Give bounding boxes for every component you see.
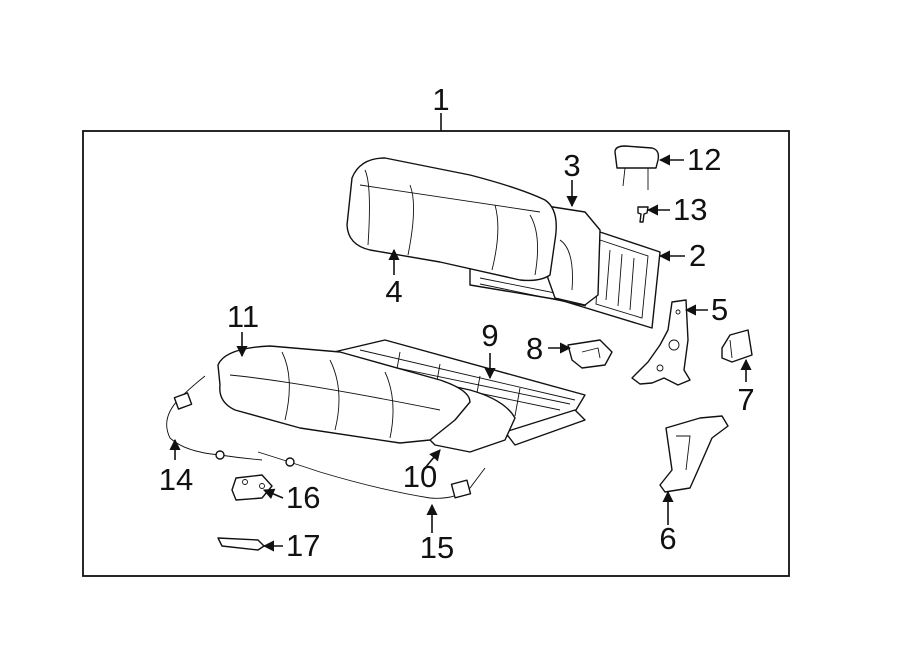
callout-11: 11 bbox=[227, 299, 259, 334]
callout-15: 15 bbox=[420, 530, 454, 565]
release-cable-right bbox=[257, 451, 486, 499]
callout-6: 6 bbox=[659, 521, 676, 556]
headrest-guide bbox=[637, 206, 649, 223]
callout-7: 7 bbox=[737, 382, 754, 417]
callout-5: 5 bbox=[711, 292, 728, 327]
hinge-bracket bbox=[631, 299, 691, 386]
callout-14: 14 bbox=[159, 462, 193, 497]
callout-2: 2 bbox=[689, 238, 706, 273]
release-cable-left bbox=[166, 375, 263, 461]
headrest bbox=[614, 145, 660, 190]
support-bracket bbox=[659, 415, 729, 493]
release-strap bbox=[217, 537, 265, 551]
callout-13: 13 bbox=[673, 192, 707, 227]
leader-lines bbox=[169, 154, 752, 552]
hinge-cover bbox=[721, 329, 753, 363]
callout-8: 8 bbox=[526, 331, 543, 366]
callout-1: 1 bbox=[432, 82, 449, 117]
callout-16: 16 bbox=[286, 480, 320, 515]
callout-4: 4 bbox=[385, 274, 402, 309]
cushion-cover bbox=[217, 345, 471, 444]
recliner-cover bbox=[567, 339, 613, 369]
callout-9: 9 bbox=[481, 318, 498, 353]
seat-back-cover bbox=[346, 157, 557, 282]
diagram-frame bbox=[82, 130, 790, 577]
callout-12: 12 bbox=[687, 142, 721, 177]
callout-17: 17 bbox=[286, 528, 320, 563]
callout-3: 3 bbox=[563, 148, 580, 183]
callout-10: 10 bbox=[403, 459, 437, 494]
seat-latch bbox=[231, 474, 273, 501]
